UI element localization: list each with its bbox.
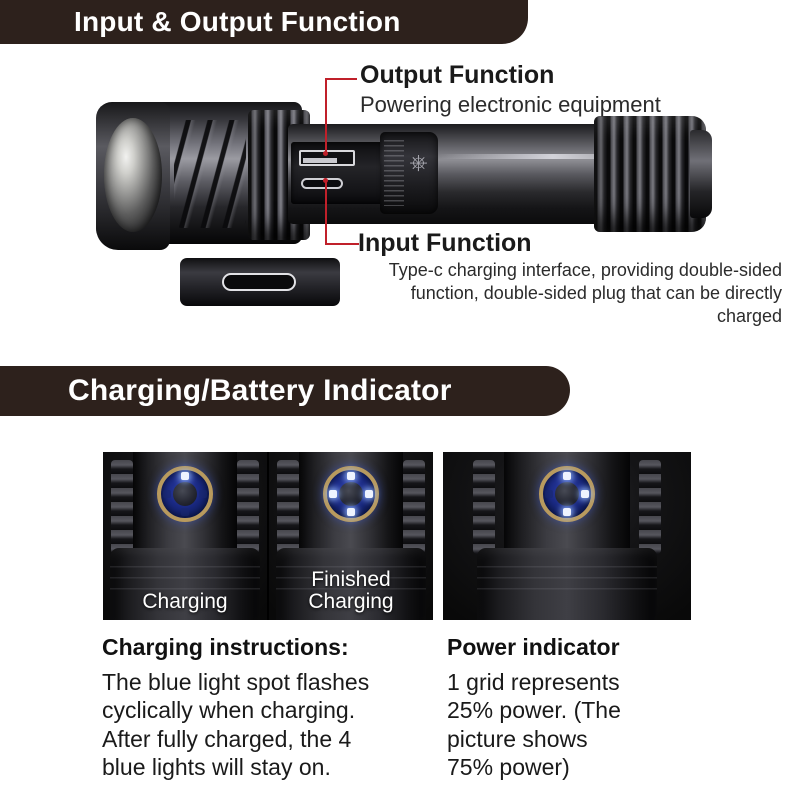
- grip-ridges-right: [639, 460, 661, 554]
- power-indicator-title: Power indicator: [447, 634, 620, 660]
- power-indicator-column: Power indicator 1 grid represents 25% po…: [447, 634, 697, 781]
- body-line: The blue light spot flashes: [102, 669, 370, 696]
- usb-symbol-icon: ⎈: [406, 154, 432, 172]
- callout-input-function: Input Function Type-c charging interface…: [358, 230, 782, 328]
- led-indicator-north: [181, 472, 189, 480]
- body-line: 1 grid represents: [447, 669, 620, 696]
- charging-instructions-column: Charging instructions: The blue light sp…: [102, 634, 442, 781]
- input-leader-anchor-dot: [323, 178, 328, 183]
- indicator-panel-charging: Charging: [103, 452, 267, 620]
- output-leader-line-vertical: [325, 78, 327, 155]
- led-indicator-south: [347, 508, 355, 516]
- body-line: picture shows: [447, 725, 588, 752]
- indicator-photo-block-left: Charging Finished Charging: [103, 452, 433, 620]
- power-switch-ring: [539, 466, 595, 522]
- section-banner-title: Input & Output Function: [74, 6, 401, 37]
- panel-caption-finished-charging: Finished Charging: [269, 567, 433, 614]
- tail-skirt: [110, 548, 260, 620]
- led-indicator-east: [365, 490, 373, 498]
- power-indicator-body: 1 grid represents 25% power. (The pictur…: [447, 668, 697, 780]
- flap-ribs: [384, 140, 404, 206]
- output-leader-anchor-dot: [323, 151, 328, 156]
- led-indicator-south: [181, 508, 189, 516]
- callout-output-title: Output Function: [360, 61, 555, 89]
- output-leader-line-horizontal: [325, 78, 357, 80]
- usb-c-port-outline: [222, 273, 296, 291]
- body-line: After fully charged, the 4: [102, 725, 352, 752]
- tail-skirt: [477, 548, 657, 620]
- power-switch-button: [555, 482, 579, 506]
- led-indicator-west: [545, 490, 553, 498]
- body-line: 75% power): [447, 753, 570, 780]
- body-line: cyclically when charging.: [102, 697, 356, 724]
- panel-divider: [267, 452, 269, 620]
- section-banner-charging-indicator: Charging/Battery Indicator: [0, 366, 570, 416]
- section-banner-input-output: Input & Output Function: [0, 0, 528, 44]
- section-banner-title: Charging/Battery Indicator: [68, 374, 452, 407]
- grip-ridges-right: [237, 460, 259, 554]
- led-indicator-east: [199, 490, 207, 498]
- callout-output-function: Output Function Powering electronic equi…: [360, 62, 780, 118]
- led-indicator-west: [163, 490, 171, 498]
- indicator-photo-block-right: [443, 452, 691, 620]
- power-switch-button: [339, 482, 363, 506]
- flashlight-product-photo: ⎈: [78, 96, 728, 251]
- callout-input-description: Type-c charging interface, providing dou…: [388, 260, 782, 327]
- indicator-panel-finished-charging: Finished Charging: [269, 452, 433, 620]
- led-indicator-north: [563, 472, 571, 480]
- body-line: 25% power. (The: [447, 697, 621, 724]
- charging-instructions-body: The blue light spot flashes cyclically w…: [102, 668, 442, 780]
- input-leader-line-vertical: [325, 180, 327, 245]
- barrel-highlight: [438, 154, 668, 159]
- charging-instructions-title: Charging instructions:: [102, 634, 349, 660]
- grip-ridges-left: [473, 460, 495, 554]
- flashlight-lens: [104, 118, 162, 232]
- led-indicator-south: [563, 508, 571, 516]
- port-rubber-flap: [380, 132, 438, 214]
- flashlight-bezel: [96, 102, 170, 250]
- caption-line: Finished: [311, 567, 391, 591]
- led-indicator-north: [347, 472, 355, 480]
- head-cooling-fins: [174, 120, 246, 228]
- grip-ridges-right: [403, 460, 425, 554]
- caption-line: Charging: [142, 590, 228, 614]
- panel-caption-charging: Charging: [103, 591, 267, 614]
- power-switch-button: [173, 482, 197, 506]
- body-line: blue lights will stay on.: [102, 753, 331, 780]
- led-indicator-east: [581, 490, 589, 498]
- power-switch-ring: [323, 466, 379, 522]
- led-indicator-west: [329, 490, 337, 498]
- usb-c-port-closeup-inset: [180, 258, 340, 306]
- grip-ridges-left: [111, 460, 133, 554]
- callout-input-title: Input Function: [358, 229, 532, 257]
- callout-output-description: Powering electronic equipment: [360, 92, 661, 118]
- grip-ridges-left: [277, 460, 299, 554]
- flashlight-tail-rings: [594, 116, 706, 232]
- tail-skirt: [276, 548, 426, 620]
- indicator-panel-power: [443, 452, 691, 620]
- usb-c-input-port: [301, 178, 343, 189]
- input-leader-line-horizontal: [325, 243, 359, 245]
- flashlight-tail-cap: [690, 130, 712, 218]
- flashlight-head: [96, 102, 310, 250]
- caption-line: Charging: [308, 590, 394, 614]
- power-switch-ring: [157, 466, 213, 522]
